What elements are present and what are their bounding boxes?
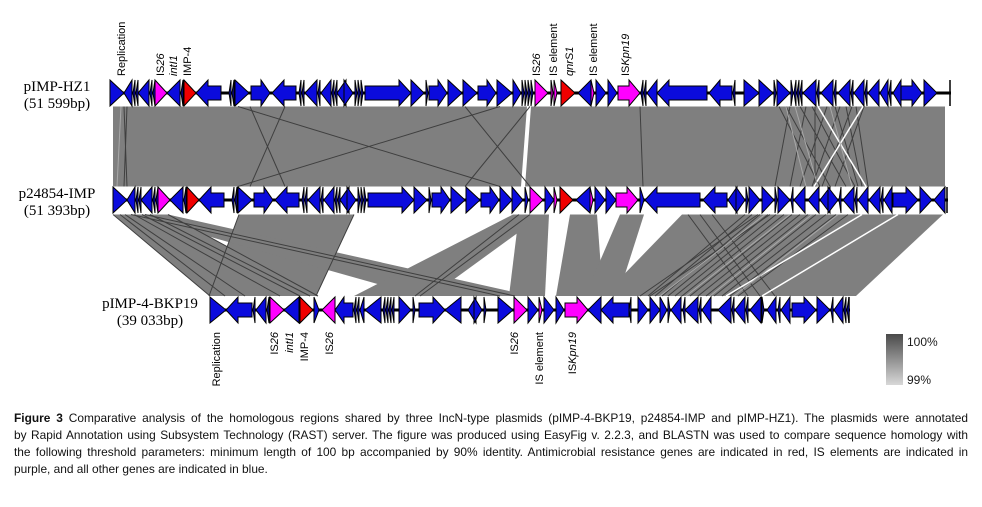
svg-text:intI1: intI1 bbox=[284, 332, 296, 353]
svg-text:IS26: IS26 bbox=[531, 52, 543, 76]
svg-text:IMP-4: IMP-4 bbox=[299, 332, 311, 361]
svg-text:qnrS1: qnrS1 bbox=[564, 47, 576, 76]
svg-text:IS26: IS26 bbox=[509, 331, 521, 355]
svg-text:(39 033bp): (39 033bp) bbox=[117, 313, 183, 329]
svg-text:IS26: IS26 bbox=[324, 331, 336, 355]
svg-text:IS element: IS element bbox=[548, 23, 560, 76]
svg-text:IS element: IS element bbox=[588, 23, 600, 76]
svg-text:(51 393bp): (51 393bp) bbox=[24, 203, 90, 219]
svg-text:IS26: IS26 bbox=[155, 52, 167, 76]
svg-text:ISKpn19: ISKpn19 bbox=[620, 34, 632, 76]
svg-text:intI1: intI1 bbox=[168, 55, 180, 76]
svg-text:IS element: IS element bbox=[534, 332, 546, 385]
svg-text:ISKpn19: ISKpn19 bbox=[567, 332, 579, 374]
svg-text:100%: 100% bbox=[907, 335, 938, 349]
svg-text:pIMP-4-BKP19: pIMP-4-BKP19 bbox=[102, 296, 198, 312]
svg-text:99%: 99% bbox=[907, 373, 931, 387]
svg-text:IS26: IS26 bbox=[269, 331, 281, 355]
svg-text:p24854-IMP: p24854-IMP bbox=[19, 186, 96, 202]
svg-text:Replication: Replication bbox=[116, 22, 128, 76]
svg-text:pIMP-HZ1: pIMP-HZ1 bbox=[24, 79, 91, 95]
svg-text:IMP-4: IMP-4 bbox=[182, 47, 194, 76]
svg-text:(51 599bp): (51 599bp) bbox=[24, 96, 90, 112]
svg-text:Replication: Replication bbox=[211, 332, 223, 386]
